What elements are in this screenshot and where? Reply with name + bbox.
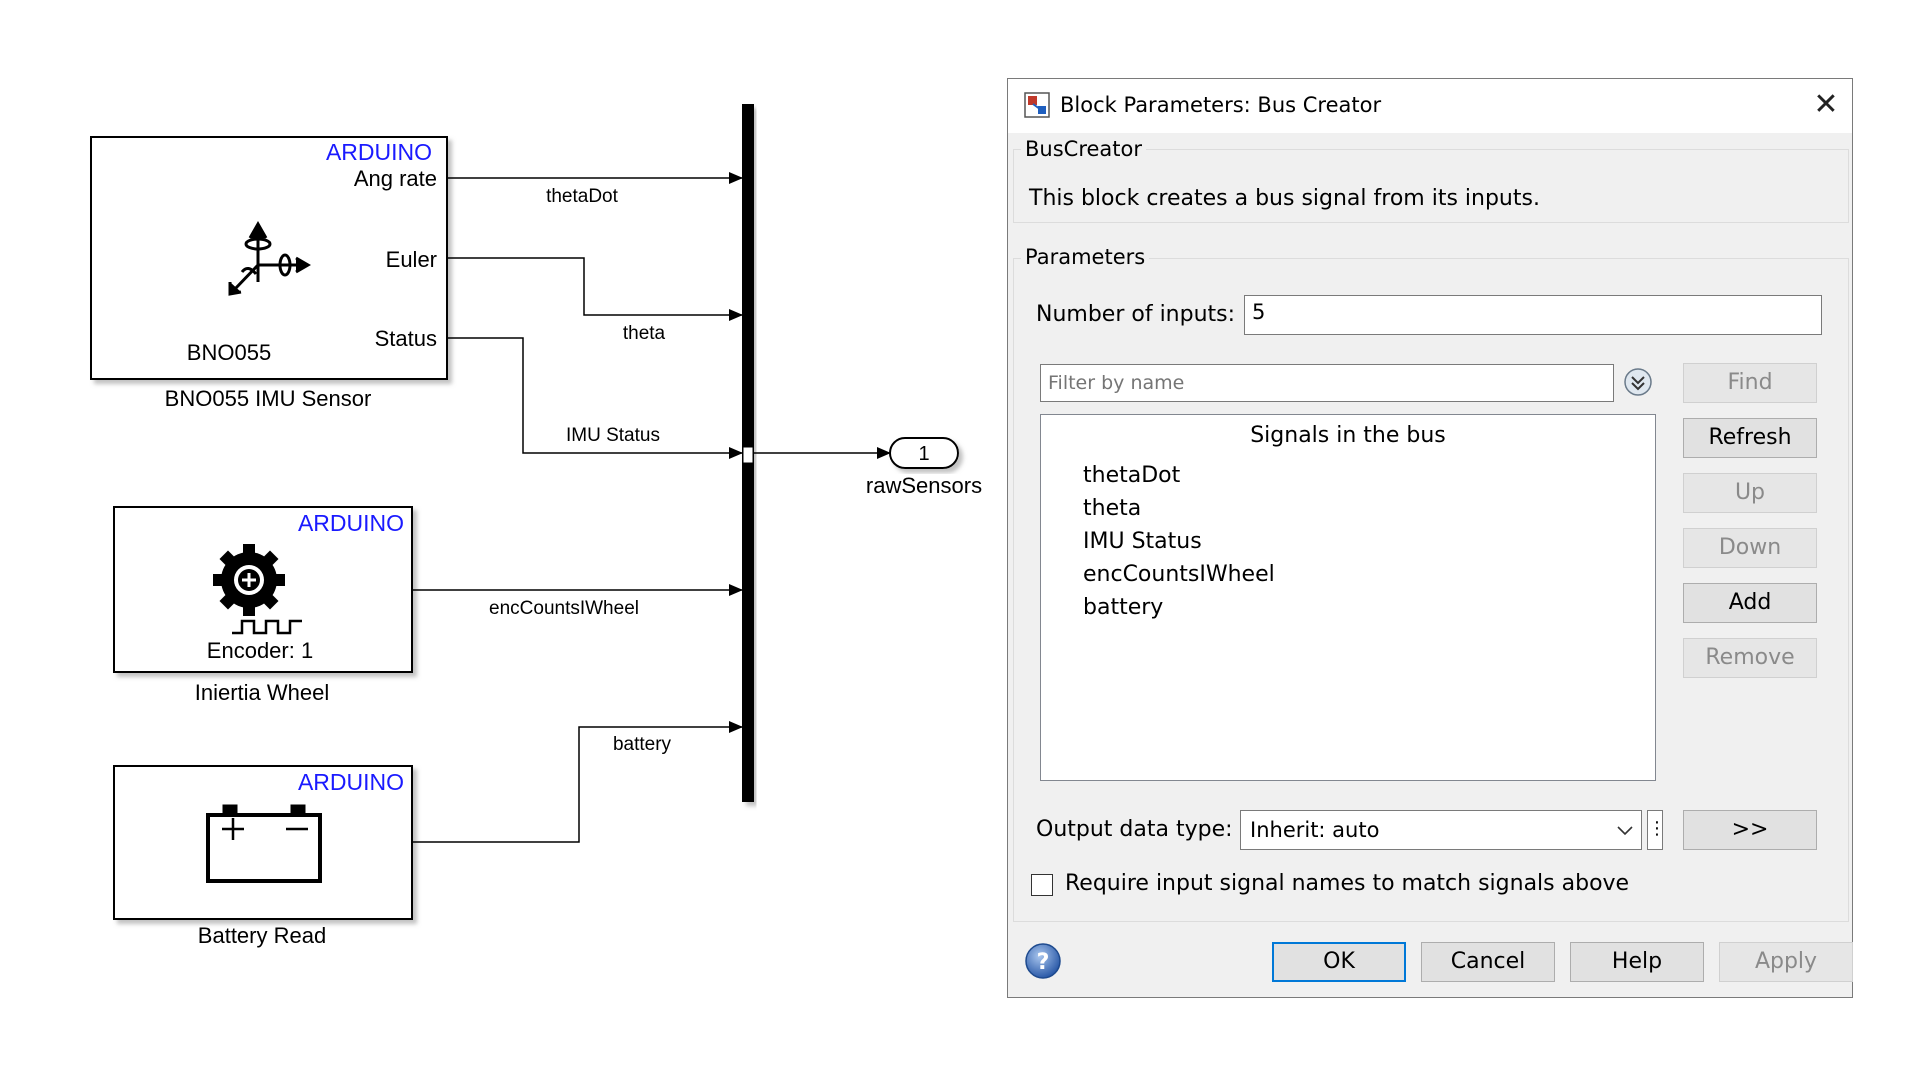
signal-label-imu-status: IMU Status [566,425,660,446]
signals-list-header: Signals in the bus [1250,423,1446,448]
parameters-group-label: Parameters [1021,245,1150,269]
remove-button[interactable]: Remove [1683,638,1817,678]
signal-label-theta: theta [623,323,666,344]
port-label-status: Status [375,326,437,351]
refresh-button[interactable]: Refresh [1683,418,1817,458]
list-item[interactable]: IMU Status [1083,529,1202,554]
dialog-title: Block Parameters: Bus Creator [1060,93,1382,117]
block-parameters-dialog: Block Parameters: Bus Creator ✕ BusCreat… [1007,78,1853,998]
chevron-down-icon [1617,826,1633,836]
list-item[interactable]: encCountsIWheel [1083,562,1275,587]
block-description: This block creates a bus signal from its… [1029,186,1540,211]
battery-icon [206,804,322,883]
require-names-label: Require input signal names to match sign… [1065,871,1630,896]
find-button[interactable]: Find [1683,363,1817,403]
cancel-button[interactable]: Cancel [1421,942,1555,982]
num-inputs-field[interactable]: 5 [1244,295,1822,335]
filter-options-icon[interactable] [1622,366,1654,398]
bno055-caption: BNO055 IMU Sensor [165,386,372,411]
signal-label-battery: battery [613,734,672,755]
filter-input[interactable] [1040,364,1614,402]
bno055-block[interactable]: ARDUINO Ang rate Euler Status BNO055 [90,136,448,380]
battery-vendor-label: ARDUINO [298,769,404,795]
expand-button[interactable]: >> [1683,810,1817,850]
bus-creator-group-label: BusCreator [1021,137,1146,161]
signal-label-thetadot: thetaDot [546,186,619,207]
signals-list: thetaDot theta IMU Status encCountsIWhee… [1083,459,1275,624]
signal-line-theta[interactable] [447,257,743,321]
bus-creator-group [1013,149,1849,223]
port-label-ang-rate: Ang rate [354,166,437,191]
dialog-titlebar[interactable]: Block Parameters: Bus Creator ✕ [1008,79,1852,133]
up-button[interactable]: Up [1683,473,1817,513]
encoder-vendor-label: ARDUINO [298,510,404,536]
encoder-caption: Iniertia Wheel [195,680,330,705]
imu-axes-icon [228,220,311,296]
output-type-value: Inherit: auto [1250,818,1380,842]
outport-name: rawSensors [866,473,982,498]
help-button[interactable]: Help [1570,942,1704,982]
encoder-gear-icon [213,544,302,635]
num-inputs-label: Number of inputs: [1036,302,1236,327]
list-item[interactable]: battery [1083,595,1164,620]
output-type-select[interactable]: Inherit: auto [1240,810,1642,850]
apply-button[interactable]: Apply [1719,942,1853,982]
port-label-euler: Euler [386,247,437,272]
bno055-vendor-label: ARDUINO [326,139,432,165]
signal-line-battery[interactable] [412,721,743,843]
ok-button[interactable]: OK [1272,942,1406,982]
battery-caption: Battery Read [198,923,326,948]
help-question-icon[interactable]: ? [1024,942,1062,980]
list-item[interactable]: thetaDot [1083,463,1181,488]
signals-listbox[interactable]: Signals in the bus thetaDot theta IMU St… [1040,414,1656,781]
add-button[interactable]: Add [1683,583,1817,623]
outport-number: 1 [918,443,929,465]
signal-label-enccounts: encCountsIWheel [489,598,639,619]
more-options-icon[interactable]: ⋮ [1647,810,1666,850]
encoder-inner-label: Encoder: 1 [207,638,313,663]
down-button[interactable]: Down [1683,528,1817,568]
battery-block[interactable]: ARDUINO [113,765,413,920]
simulink-block-icon [1024,92,1050,118]
simulink-diagram: ARDUINO Ang rate Euler Status BNO055 BNO… [90,104,982,948]
outport-block[interactable]: 1 [889,437,959,469]
signal-line-imu-status[interactable] [447,337,743,459]
output-type-label: Output data type: [1036,817,1233,842]
require-names-checkbox[interactable] [1031,874,1053,896]
svg-text:?: ? [1037,950,1050,975]
encoder-block[interactable]: ARDUINO Encoder: 1 [113,506,413,673]
close-icon[interactable]: ✕ [1813,87,1839,122]
bno055-inner-label: BNO055 [187,340,271,365]
parameters-group [1013,258,1849,922]
list-item[interactable]: theta [1083,496,1142,521]
